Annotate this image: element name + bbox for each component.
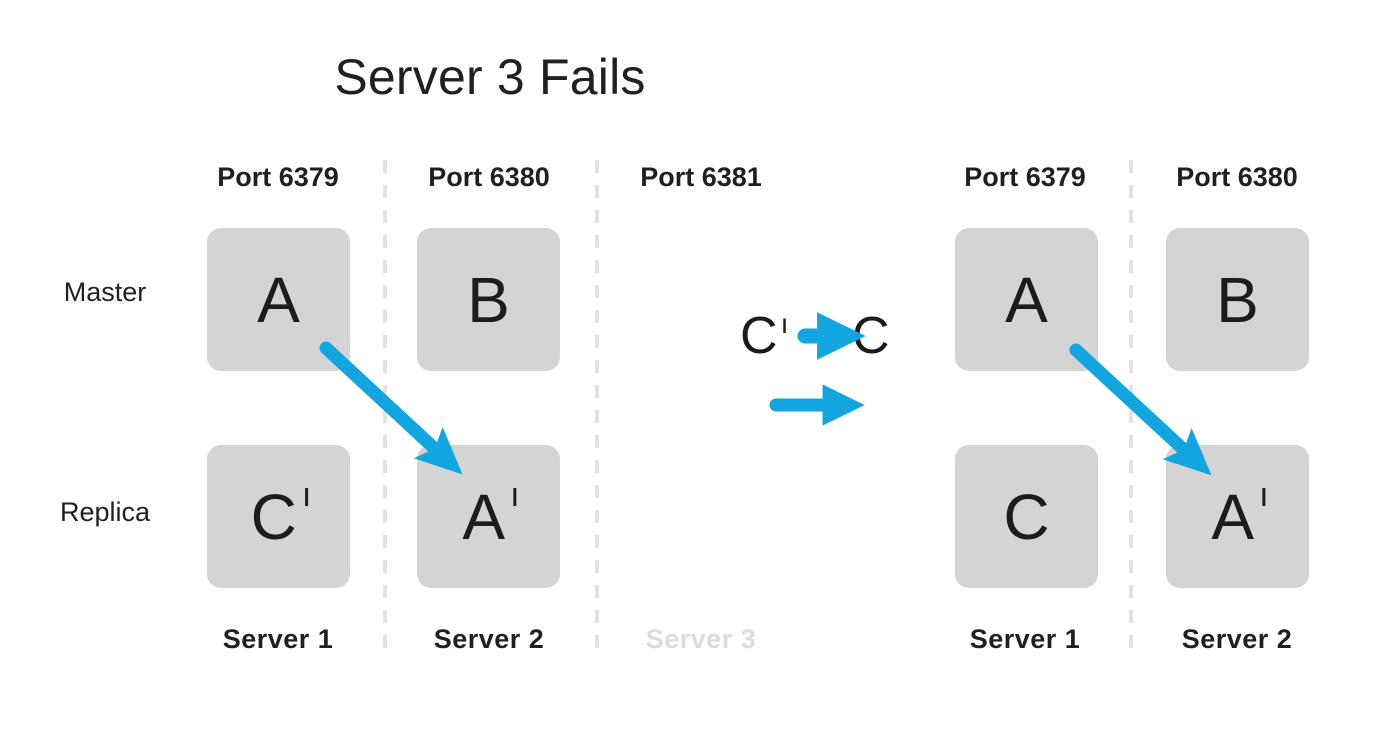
divider-right-1 xyxy=(1129,160,1133,652)
transition-target-base: C xyxy=(852,307,890,365)
page-title: Server 3 Fails xyxy=(334,49,646,105)
server-label-left-2: Server 2 xyxy=(433,624,545,654)
node-glyph: A xyxy=(1005,263,1048,336)
divider-left-2 xyxy=(595,160,599,652)
port-label-right-6379: Port 6379 xyxy=(964,162,1086,192)
port-label-right-6380: Port 6380 xyxy=(1176,162,1298,192)
node-glyph: B xyxy=(467,263,510,336)
node-glyph: B xyxy=(1216,263,1259,336)
node-right-replica-c[interactable]: C xyxy=(955,445,1098,588)
node-right-master-a[interactable]: A xyxy=(955,228,1098,371)
transition-source-base: C xyxy=(740,307,778,365)
port-label-left-6380: Port 6380 xyxy=(428,162,550,192)
port-label-left-6381: Port 6381 xyxy=(640,162,762,192)
transition-target-label: C xyxy=(852,310,890,362)
node-right-replica-a-prime[interactable]: A ı xyxy=(1166,445,1309,588)
node-glyph: C xyxy=(250,480,297,553)
divider-left-1 xyxy=(383,160,387,652)
server-label-left-3-failed: Server 3 xyxy=(645,624,757,654)
prime-mark-icon: ı xyxy=(301,475,312,514)
row-label-replica: Replica xyxy=(59,497,151,527)
node-left-replica-c-prime[interactable]: C ı xyxy=(207,445,350,588)
port-label-left-6379: Port 6379 xyxy=(217,162,339,192)
node-glyph: A xyxy=(462,480,506,553)
prime-mark-icon: ı xyxy=(780,308,789,339)
node-left-replica-a-prime[interactable]: A ı xyxy=(417,445,560,588)
prime-mark-icon: ı xyxy=(1259,475,1269,514)
row-label-master: Master xyxy=(63,277,147,307)
server-label-right-1: Server 1 xyxy=(969,624,1081,654)
server-label-right-2: Server 2 xyxy=(1181,624,1293,654)
prime-mark-icon: ı xyxy=(510,475,520,514)
node-left-master-a[interactable]: A xyxy=(207,228,350,371)
node-right-master-b[interactable]: B xyxy=(1166,228,1309,371)
node-glyph: A xyxy=(1211,480,1255,553)
node-left-master-b[interactable]: B xyxy=(417,228,560,371)
server-label-left-1: Server 1 xyxy=(222,624,334,654)
node-glyph: A xyxy=(257,263,300,336)
node-glyph: C xyxy=(1003,480,1050,553)
